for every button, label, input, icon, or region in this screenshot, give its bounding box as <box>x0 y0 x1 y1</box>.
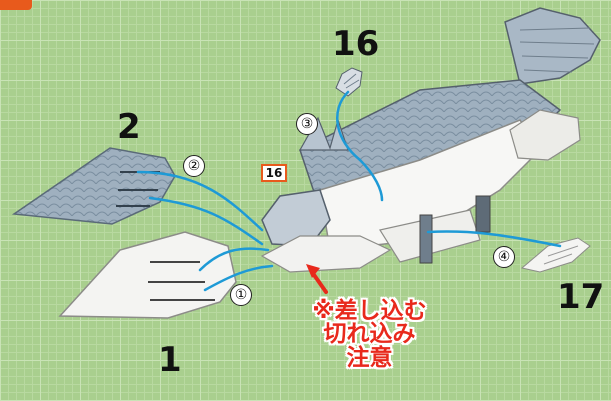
attention-arrow <box>310 270 328 294</box>
part-number-16: 16 <box>332 24 380 64</box>
fish-model <box>260 7 601 273</box>
step-3-marker: ③ <box>296 113 318 135</box>
fin-part-1 <box>58 231 237 319</box>
caution-note: ※差し込む 切れ込み 注意 <box>282 298 457 371</box>
fin-part-2 <box>11 147 176 225</box>
rear-fin <box>509 109 581 161</box>
corner-tag <box>0 0 32 10</box>
caution-line-3: 注意 <box>346 344 393 371</box>
guide-lines <box>136 90 562 292</box>
fish-head <box>261 189 331 247</box>
part-number-1: 1 <box>158 340 182 380</box>
part-16-tag: 16 <box>261 164 287 182</box>
caution-line-1: ※差し込む <box>312 298 427 324</box>
caution-line-2: 切れ込み <box>323 321 416 348</box>
fish-tail <box>504 7 601 85</box>
step-1-marker: ① <box>230 284 252 306</box>
step-4-marker: ④ <box>493 246 515 268</box>
step-2-marker: ② <box>183 155 205 177</box>
part-number-17: 17 <box>557 277 605 317</box>
fin-part-17 <box>520 237 591 273</box>
head-tabs <box>260 235 392 273</box>
part-number-2: 2 <box>117 107 141 147</box>
